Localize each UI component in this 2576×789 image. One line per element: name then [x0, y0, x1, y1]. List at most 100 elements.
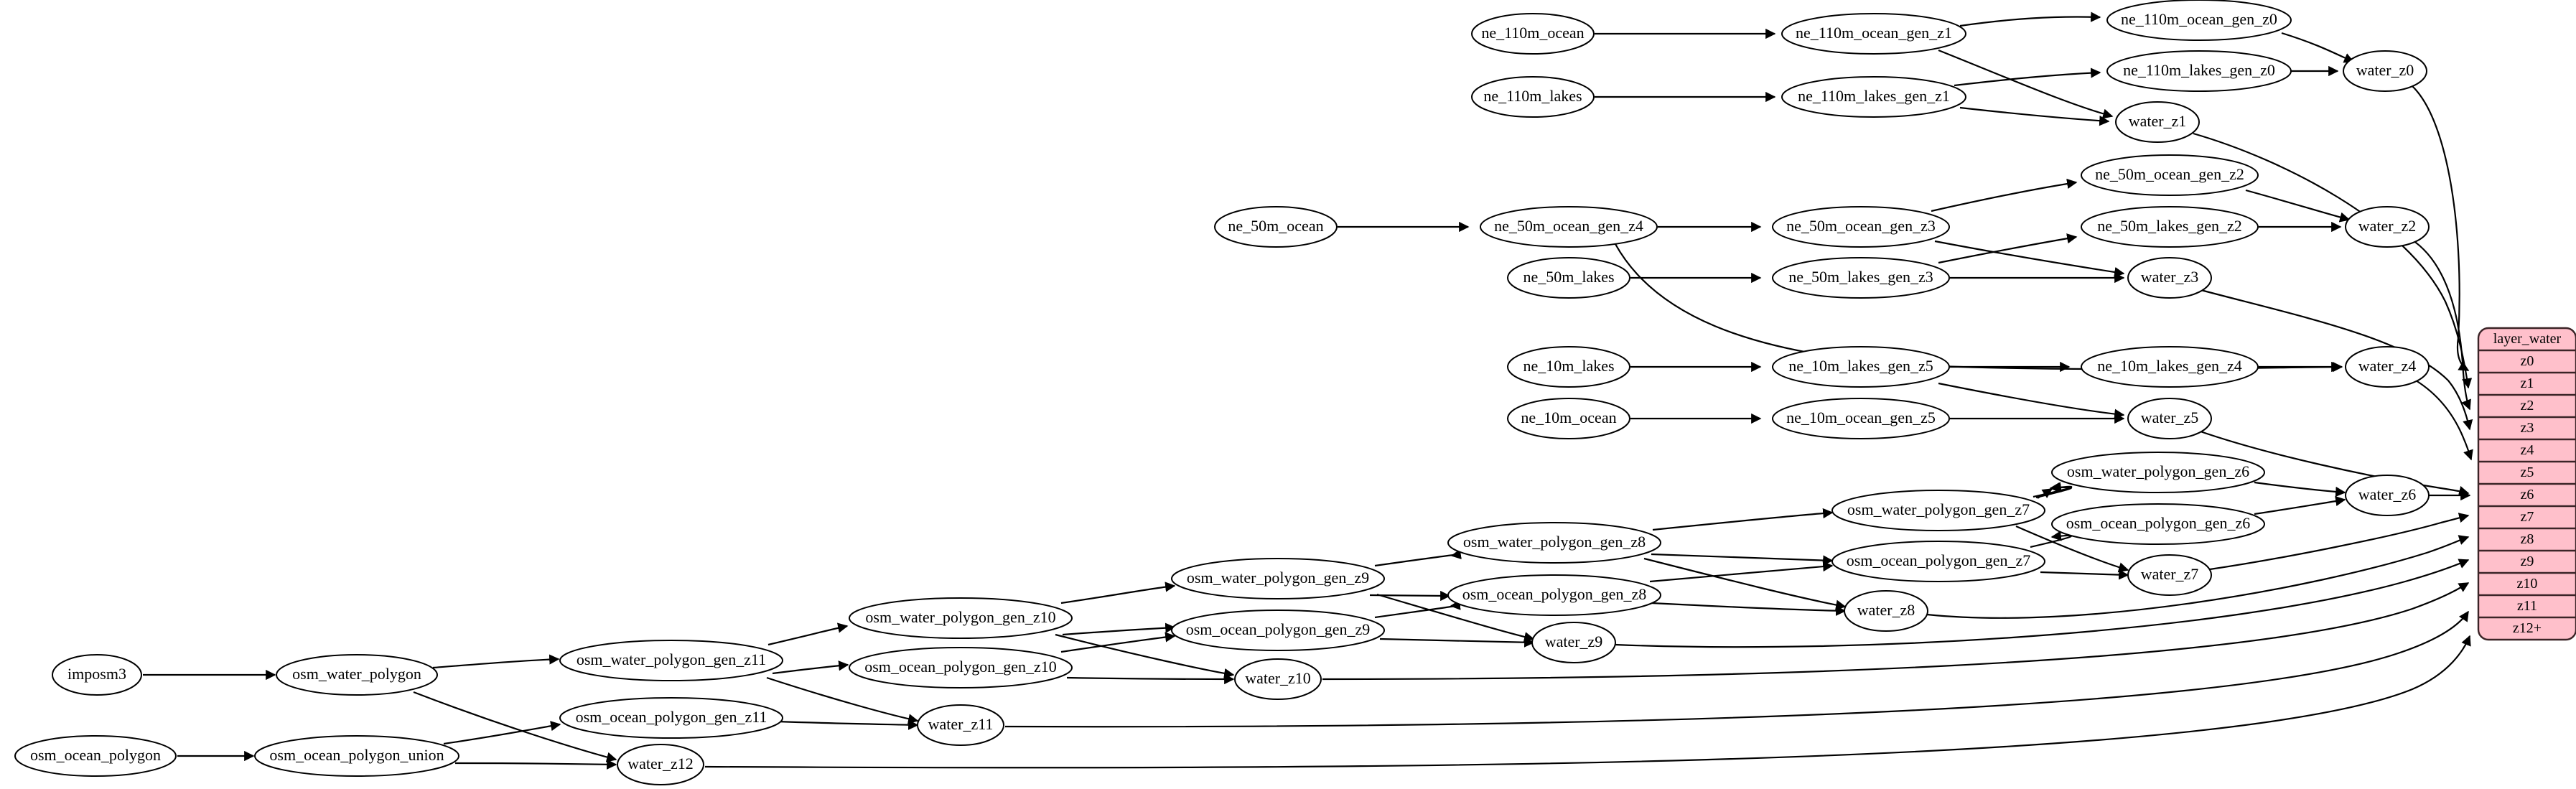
graph-node-ne_110m_lakes_gen_z1[interactable]: ne_110m_lakes_gen_z1 — [1781, 76, 1966, 118]
node-label: osm_water_polygon_gen_z10 — [865, 608, 1055, 626]
graph-node-ne_50m_ocean[interactable]: ne_50m_ocean — [1214, 206, 1338, 248]
node-label: osm_water_polygon_gen_z9 — [1187, 569, 1369, 587]
record-row-z11[interactable]: z11 — [2517, 598, 2537, 614]
node-label: water_z11 — [928, 715, 994, 733]
graph-edge — [1060, 582, 1176, 604]
graph-edge — [443, 721, 561, 745]
graph-edge — [2254, 481, 2346, 498]
graph-node-water_z0[interactable]: water_z0 — [2343, 50, 2427, 92]
node-shape — [2115, 101, 2200, 143]
graph-node-water_z8[interactable]: water_z8 — [1844, 590, 1928, 632]
graph-node-water_z2[interactable]: water_z2 — [2345, 206, 2430, 248]
node-shape — [52, 654, 142, 696]
graph-node-ne_110m_lakes_gen_z0[interactable]: ne_110m_lakes_gen_z0 — [2106, 50, 2292, 92]
graph-node-osm_water_polygon[interactable]: osm_water_polygon — [276, 654, 438, 696]
graph-edge — [1369, 590, 1451, 602]
record-row-z10[interactable]: z10 — [2517, 576, 2538, 592]
graph-node-ne_110m_lakes[interactable]: ne_110m_lakes — [1471, 76, 1595, 118]
graph-edge — [454, 759, 617, 770]
graph-node-ne_110m_ocean[interactable]: ne_110m_ocean — [1471, 13, 1595, 55]
record-row-z7[interactable]: z7 — [2521, 509, 2534, 525]
record-row-z2[interactable]: z2 — [2521, 398, 2534, 414]
graph-node-water_z9[interactable]: water_z9 — [1531, 622, 1616, 663]
node-label: water_z7 — [2141, 565, 2199, 583]
record-header-label: layer_water — [2493, 331, 2562, 347]
graph-node-osm_water_polygon_gen_z6[interactable]: osm_water_polygon_gen_z6 — [2051, 452, 2265, 493]
graph-edge — [1651, 602, 1847, 616]
graph-node-osm_ocean_polygon_gen_z8[interactable]: osm_ocean_polygon_gen_z8 — [1447, 574, 1661, 616]
graph-node-water_z12[interactable]: water_z12 — [617, 744, 704, 785]
node-label: osm_ocean_polygon — [30, 746, 161, 764]
graph-node-osm_water_polygon_gen_z8[interactable]: osm_water_polygon_gen_z8 — [1447, 522, 1661, 564]
node-shape — [1447, 522, 1661, 564]
record-row-z9[interactable]: z9 — [2521, 554, 2534, 569]
node-shape — [2343, 50, 2427, 92]
graph-node-osm_ocean_polygon_gen_z6[interactable]: osm_ocean_polygon_gen_z6 — [2051, 503, 2265, 545]
graph-node-osm_water_polygon_gen_z10[interactable]: osm_water_polygon_gen_z10 — [849, 597, 1073, 639]
graph-node-ne_50m_lakes_gen_z2[interactable]: ne_50m_lakes_gen_z2 — [2081, 206, 2259, 248]
node-label: osm_water_polygon_gen_z8 — [1463, 533, 1646, 551]
graph-node-osm_ocean_polygon[interactable]: osm_ocean_polygon — [14, 735, 177, 777]
graph-node-water_z1[interactable]: water_z1 — [2115, 101, 2200, 143]
node-shape — [1471, 13, 1595, 55]
node-shape — [1831, 541, 2045, 582]
graph-node-osm_ocean_polygon_gen_z10[interactable]: osm_ocean_polygon_gen_z10 — [849, 647, 1073, 688]
graph-edge — [772, 660, 849, 675]
graph-node-ne_50m_lakes[interactable]: ne_50m_lakes — [1507, 257, 1630, 299]
graph-node-ne_10m_ocean_gen_z5[interactable]: ne_10m_ocean_gen_z5 — [1772, 398, 1950, 439]
graph-edge — [2415, 380, 2473, 461]
graph-edge — [1938, 382, 2125, 419]
graph-node-ne_10m_lakes_gen_z5[interactable]: ne_10m_lakes_gen_z5 — [1772, 346, 1950, 388]
graph-node-ne_50m_lakes_gen_z3[interactable]: ne_50m_lakes_gen_z3 — [1772, 257, 1950, 299]
graph-node-ne_10m_lakes[interactable]: ne_10m_lakes — [1507, 346, 1630, 388]
node-label: ne_110m_ocean — [1481, 24, 1584, 42]
graph-node-ne_50m_ocean_gen_z2[interactable]: ne_50m_ocean_gen_z2 — [2081, 154, 2259, 196]
record-node-layer-water[interactable]: layer_water z0 z1 z2 z3 z4 z5 z6 z7 z8 z9 z10 z11 z12… — [2477, 327, 2576, 641]
graph-edge — [1374, 548, 1462, 567]
graph-node-ne_50m_ocean_gen_z3[interactable]: ne_50m_ocean_gen_z3 — [1772, 206, 1950, 248]
graph-node-water_z3[interactable]: water_z3 — [2127, 257, 2212, 299]
graph-node-water_z4[interactable]: water_z4 — [2345, 346, 2430, 388]
record-row-z12+[interactable]: z12+ — [2513, 620, 2542, 636]
graph-node-ne_10m_ocean[interactable]: ne_10m_ocean — [1507, 398, 1630, 439]
node-shape — [2106, 50, 2292, 92]
graph-node-osm_ocean_polygon_gen_z7[interactable]: osm_ocean_polygon_gen_z7 — [1831, 541, 2045, 582]
graph-node-water_z11[interactable]: water_z11 — [917, 704, 1004, 746]
node-label: ne_50m_ocean_gen_z3 — [1786, 217, 1936, 235]
graph-node-ne_110m_ocean_gen_z1[interactable]: ne_110m_ocean_gen_z1 — [1781, 13, 1966, 55]
graph-node-osm_water_polygon_gen_z11[interactable]: osm_water_polygon_gen_z11 — [559, 640, 783, 681]
graph-edge — [1060, 632, 1176, 653]
node-label: ne_10m_lakes_gen_z4 — [2097, 357, 2242, 375]
record-row-z6[interactable]: z6 — [2521, 487, 2534, 503]
node-label: ne_50m_ocean_gen_z4 — [1494, 217, 1643, 235]
graph-edge — [2030, 531, 2072, 548]
node-shape — [2127, 554, 2212, 596]
record-row-z0[interactable]: z0 — [2521, 353, 2534, 369]
record-row-z5[interactable]: z5 — [2521, 464, 2534, 480]
node-shape — [276, 654, 438, 696]
graph-node-ne_50m_ocean_gen_z4[interactable]: ne_50m_ocean_gen_z4 — [1480, 206, 1658, 248]
graph-node-osm_ocean_polygon_gen_z11[interactable]: osm_ocean_polygon_gen_z11 — [559, 697, 783, 739]
graph-node-water_z10[interactable]: water_z10 — [1234, 658, 1322, 700]
node-label: water_z0 — [2356, 61, 2414, 79]
nodes-layer: ne_110m_ocean ne_110m_ocean_gen_z1 ne_110m… — [14, 0, 2430, 785]
graph-node-water_z5[interactable]: water_z5 — [2127, 398, 2212, 439]
graph-edge — [1651, 553, 1834, 566]
graph-node-ne_10m_lakes_gen_z4[interactable]: ne_10m_lakes_gen_z4 — [2081, 346, 2259, 388]
graph-node-osm_water_polygon_gen_z9[interactable]: osm_water_polygon_gen_z9 — [1171, 558, 1385, 599]
node-shape — [1507, 398, 1630, 439]
graph-node-water_z6[interactable]: water_z6 — [2345, 475, 2430, 516]
record-row-z8[interactable]: z8 — [2521, 531, 2534, 547]
record-row-z3[interactable]: z3 — [2521, 420, 2534, 436]
graph-node-ne_110m_ocean_gen_z0[interactable]: ne_110m_ocean_gen_z0 — [2106, 0, 2292, 41]
graph-node-water_z7[interactable]: water_z7 — [2127, 554, 2212, 596]
graph-node-osm_water_polygon_gen_z7[interactable]: osm_water_polygon_gen_z7 — [1831, 490, 2045, 531]
graph-node-osm_ocean_polygon_union[interactable]: osm_ocean_polygon_union — [254, 735, 459, 777]
graph-node-imposm3[interactable]: imposm3 — [52, 654, 142, 696]
graph-edge — [1931, 178, 2078, 213]
record-row-z4[interactable]: z4 — [2521, 442, 2534, 458]
record-row-z1[interactable]: z1 — [2521, 375, 2534, 391]
graph-node-osm_ocean_polygon_gen_z9[interactable]: osm_ocean_polygon_gen_z9 — [1171, 610, 1385, 651]
node-label: ne_50m_lakes_gen_z3 — [1788, 268, 1933, 286]
